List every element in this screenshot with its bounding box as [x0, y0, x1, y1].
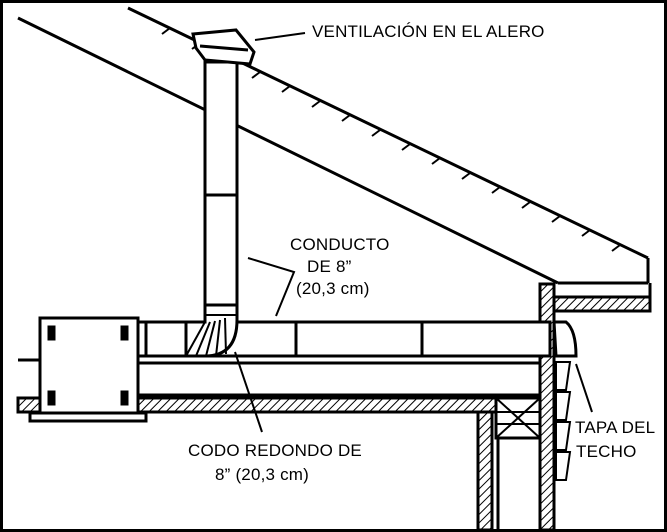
- wall-cap: [552, 320, 578, 358]
- vertical-duct: [203, 43, 239, 309]
- elbow-label-line1: CODO REDONDO DE: [188, 441, 362, 460]
- cap-label-line2: TECHO: [576, 442, 637, 461]
- cap-label-line1: TAPA DEL: [575, 418, 655, 437]
- roof-vent-label: VENTILACIÓN EN EL ALERO: [312, 22, 545, 41]
- siding: [555, 361, 572, 481]
- eave-vent-hood: [191, 28, 256, 66]
- exhaust-fan-housing: [18, 316, 148, 423]
- round-elbow: [184, 303, 239, 358]
- duct-label-line1: CONDUCTO: [290, 235, 390, 254]
- roof-shingles: [161, 27, 621, 252]
- leader-lines: [234, 32, 593, 433]
- duct-label-line3: (20,3 cm): [296, 279, 370, 298]
- elbow-label-line2: 8” (20,3 cm): [215, 465, 309, 484]
- interior-wall: [476, 396, 542, 532]
- duct-label-line2: DE 8”: [307, 257, 352, 276]
